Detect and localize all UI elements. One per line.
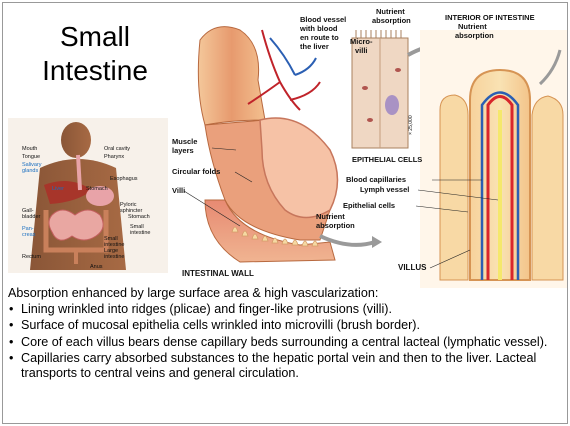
label-large-int-2: intestine [104, 254, 125, 260]
label-tongue: Tongue [22, 154, 40, 160]
label-esophagus: Esophagus [110, 176, 138, 182]
label-gallbladder-2: bladder [22, 214, 41, 220]
label-nutrient-right-1: Nutrient [458, 22, 487, 31]
label-muscle-2: layers [172, 146, 194, 155]
bullet-item: Lining wrinkled into ridges (plicae) and… [8, 302, 564, 317]
villus-left-edge [440, 95, 468, 280]
label-intestinal-wall: INTESTINAL WALL [182, 269, 254, 278]
bullet-item: Core of each villus bears dense capillar… [8, 335, 564, 350]
label-nutrient-bottom-2: absorption [316, 221, 355, 230]
label-rectum: Rectum [22, 254, 41, 260]
label-anus: Anus [90, 264, 103, 270]
small-intestine-shape [49, 210, 103, 240]
label-salivary-2: glands [22, 168, 38, 174]
intro-text: Absorption enhanced by large surface are… [8, 286, 564, 301]
label-epithelial-cells: Epithelial cells [343, 201, 395, 210]
label-pharynx: Pharynx [104, 154, 124, 160]
label-blood-vessel-2: with blood [299, 24, 338, 33]
label-stomach-2: Stomach [128, 214, 150, 220]
label-villus: VILLUS [398, 263, 427, 272]
label-pancreas-2: creas [22, 232, 36, 238]
label-interior: INTERIOR OF INTESTINE [445, 13, 535, 22]
tube-upper [198, 27, 265, 125]
bullet-item: Capillaries carry absorbed substances to… [8, 351, 564, 380]
head-shape [61, 122, 91, 158]
label-nutrient-bottom-1: Nutrient [316, 212, 345, 221]
label-nutrient-right-2: absorption [455, 31, 494, 40]
label-blood-vessel-4: the liver [300, 42, 329, 51]
label-oral-cavity: Oral cavity [104, 146, 130, 152]
label-nutrient-top-2: absorption [372, 16, 411, 25]
label-blood-capillaries: Blood capillaries [346, 175, 406, 184]
label-small-int-a2: intestine [130, 230, 151, 236]
villus-panel [420, 30, 568, 288]
label-lymph-vessel: Lymph vessel [360, 185, 409, 194]
slide-body: Absorption enhanced by large surface are… [8, 286, 564, 383]
magnification-label: × 25,000 [408, 115, 414, 135]
label-circular-folds: Circular folds [172, 167, 220, 176]
cell-nucleus [385, 95, 399, 115]
label-stomach: Stomach [86, 186, 108, 192]
label-nutrient-top-1: Nutrient [376, 7, 405, 16]
label-liver: Liver [52, 186, 64, 192]
esophagus-shape [78, 155, 80, 190]
label-epithelial-caption: EPITHELIAL CELLS [352, 155, 422, 164]
villus-right-edge [532, 96, 563, 280]
label-mouth: Mouth [22, 146, 37, 152]
human-body-diagram: Mouth Oral cavity Tongue Pharynx Salivar… [8, 118, 168, 273]
label-microvilli-2: villi [355, 46, 368, 55]
label-villi: Villi [172, 186, 185, 195]
bullet-list: Lining wrinkled into ridges (plicae) and… [8, 302, 564, 381]
label-muscle-1: Muscle [172, 137, 197, 146]
label-microvilli-1: Micro- [350, 37, 373, 46]
label-blood-vessel-3: en route to [300, 33, 339, 42]
label-blood-vessel-1: Blood vessel [300, 15, 346, 24]
intestine-figure: Mouth Oral cavity Tongue Pharynx Salivar… [0, 0, 570, 290]
bullet-item: Surface of mucosal epithelia cells wrink… [8, 318, 564, 333]
